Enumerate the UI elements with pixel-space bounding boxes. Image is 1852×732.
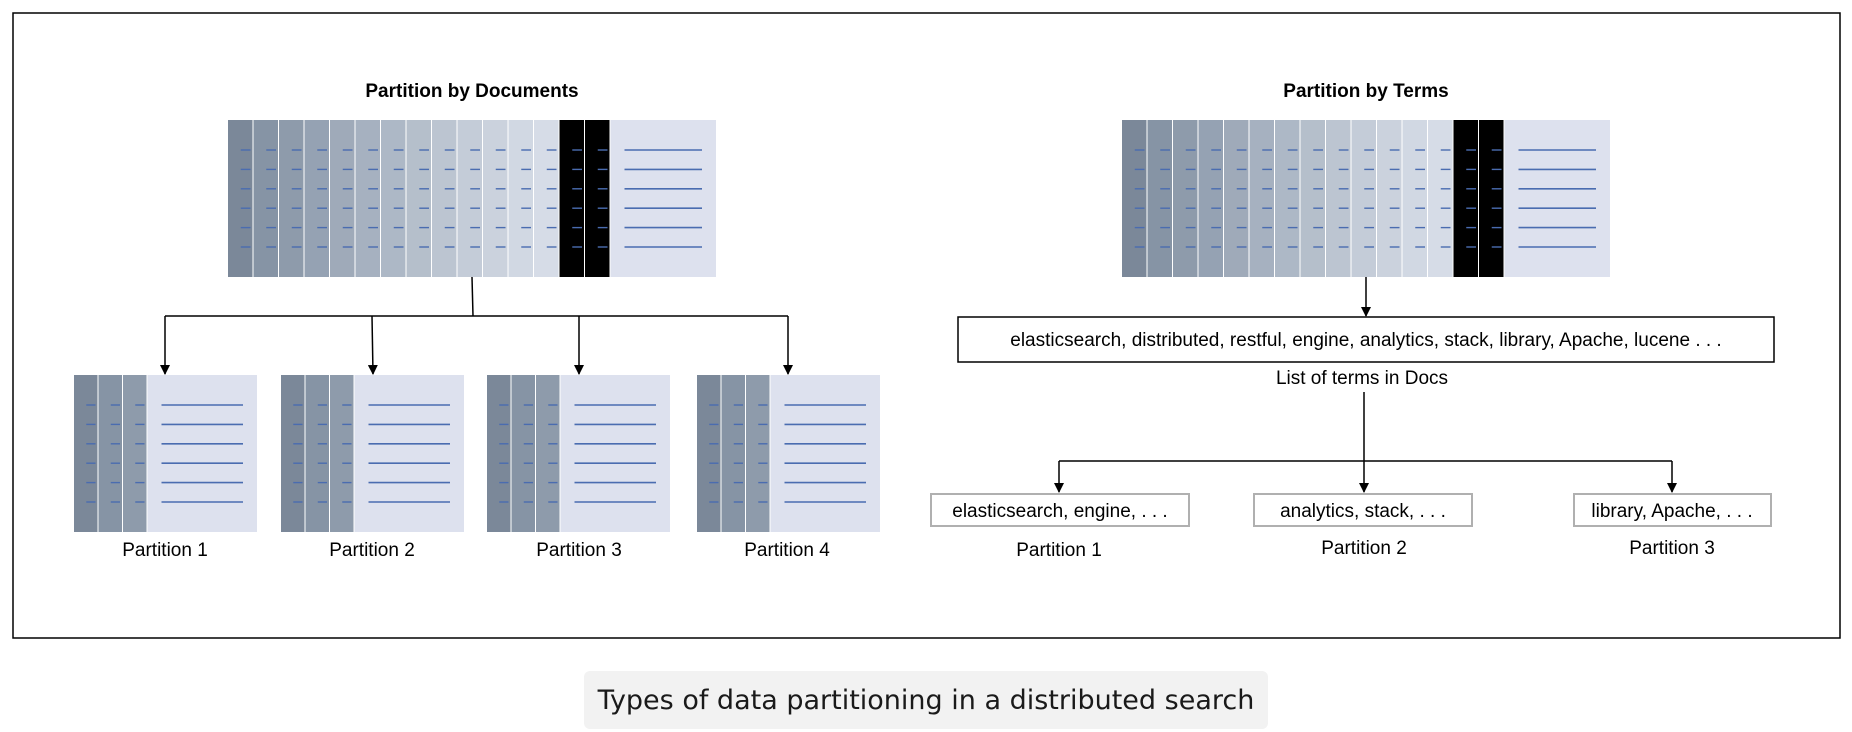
document-stack-icon [1122, 120, 1610, 277]
term-partition-3-label: Partition 3 [1629, 538, 1715, 559]
stack-strip [559, 120, 584, 277]
term-partition-2-label: Partition 2 [1321, 538, 1407, 559]
stack-strip [1249, 120, 1274, 277]
stack-strip [534, 120, 559, 277]
stack-strip [74, 375, 98, 532]
stack-strip [1173, 120, 1198, 277]
stack-strip [228, 120, 253, 277]
term-partition-1-box [930, 493, 1190, 527]
document-stack-icon [228, 120, 716, 277]
stack-strip [511, 375, 535, 532]
stack-strip [1428, 120, 1453, 277]
diagram-frame [12, 12, 1841, 639]
stack-strip [746, 375, 770, 532]
stack-strip [406, 120, 431, 277]
term-partition-3-box [1573, 493, 1772, 527]
arrow-down-icon [367, 315, 378, 375]
right-panel-title: Partition by Terms [1283, 81, 1448, 102]
diagram-caption: Types of data partitioning in a distribu… [597, 684, 1255, 716]
caption-box: Types of data partitioning in a distribu… [584, 671, 1268, 729]
document-stack-icon [697, 375, 880, 532]
stack-strip [330, 375, 354, 532]
stack-strip [721, 375, 745, 532]
left-connectors [160, 276, 793, 375]
stack-strip [508, 120, 533, 277]
stack-strip [330, 120, 355, 277]
stack-strip [381, 120, 406, 277]
stack-strip [305, 375, 329, 532]
stack-strip [279, 120, 304, 277]
term-partition-3-terms: library, Apache, . . . [1591, 501, 1752, 522]
stack-strip [483, 120, 508, 277]
stack-strip [253, 120, 278, 277]
terms-list-box [957, 316, 1775, 363]
stack-strip [1122, 120, 1147, 277]
terms-list-text: elasticsearch, distributed, restful, eng… [1010, 330, 1721, 351]
left-panel-title: Partition by Documents [365, 81, 578, 102]
right-connectors [1054, 392, 1677, 493]
stack-front-page [770, 375, 880, 532]
stack-strip [281, 375, 305, 532]
stack-strip [1402, 120, 1427, 277]
document-stack-icon [487, 375, 670, 532]
stack-strip [536, 375, 560, 532]
stack-strip [585, 120, 610, 277]
stack-strip [1224, 120, 1249, 277]
term-partition-1-terms: elasticsearch, engine, . . . [952, 501, 1167, 522]
term-partition-1-label: Partition 1 [1016, 540, 1102, 561]
stack-strip [98, 375, 122, 532]
stack-strip [304, 120, 329, 277]
left-partition-4-label: Partition 4 [744, 540, 830, 561]
stack-strip [1351, 120, 1376, 277]
stack-strip [487, 375, 511, 532]
left-partition-3-label: Partition 3 [536, 540, 622, 561]
document-stack-icon [281, 375, 464, 532]
stack-strip [355, 120, 380, 277]
term-partition-2-terms: analytics, stack, . . . [1280, 501, 1446, 522]
terms-list-caption: List of terms in Docs [1276, 368, 1448, 389]
stack-strip [123, 375, 147, 532]
document-stack-icon [74, 375, 257, 532]
stack-strip [1275, 120, 1300, 277]
left-partition-2-label: Partition 2 [329, 540, 415, 561]
stack-strip [697, 375, 721, 532]
stack-strip [1453, 120, 1478, 277]
stack-front-page [560, 375, 670, 532]
stack-front-page [1504, 120, 1610, 277]
left-partition-1-label: Partition 1 [122, 540, 208, 561]
stack-front-page [354, 375, 464, 532]
stack-strip [1300, 120, 1325, 277]
stack-strip [1147, 120, 1172, 277]
stack-front-page [147, 375, 257, 532]
term-partition-2-box [1253, 493, 1473, 527]
stack-strip [1326, 120, 1351, 277]
stack-strip [1198, 120, 1223, 277]
stack-strip [1479, 120, 1504, 277]
stack-strip [1377, 120, 1402, 277]
stack-strip [432, 120, 457, 277]
stack-strip [457, 120, 482, 277]
stack-front-page [610, 120, 716, 277]
